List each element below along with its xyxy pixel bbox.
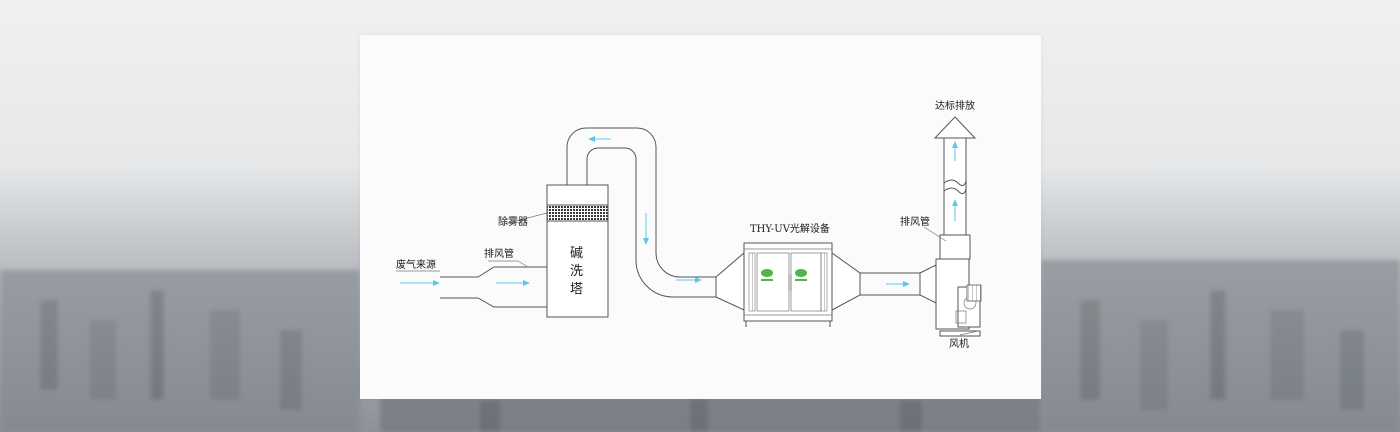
- tower-label-1: 碱: [570, 246, 583, 261]
- waste-gas-source-label: 废气来源: [396, 258, 436, 271]
- fan-label: 风机: [949, 337, 969, 350]
- demister-mesh: [546, 204, 609, 222]
- logo-icon: [761, 269, 773, 281]
- tower-label-3: 塔: [570, 282, 583, 297]
- transfer-duct: [566, 127, 716, 298]
- diagram-panel: 碱 洗 塔: [360, 35, 1041, 399]
- process-flow-diagram: 碱 洗 塔: [396, 99, 982, 350]
- flow-arrows: [400, 136, 958, 287]
- exhaust-pipe-label-right: 排风管: [900, 215, 930, 228]
- inlet-pipe: [440, 266, 547, 308]
- uv-photolysis-unit: [715, 242, 861, 327]
- fan-and-stack: [933, 116, 982, 337]
- exhaust-pipe-label-left: 排风管: [484, 247, 514, 260]
- tower-label-2: 洗: [570, 264, 583, 279]
- demister-label: 除雾器: [498, 215, 528, 228]
- leader-lines: [396, 212, 979, 336]
- discharge-label: 达标排放: [935, 99, 975, 112]
- uv-equipment-label: THY-UV光解设备: [750, 222, 830, 235]
- scrubber-tower: 碱 洗 塔: [546, 184, 609, 318]
- outlet-pipe: [860, 264, 937, 304]
- logo-icon: [795, 269, 807, 281]
